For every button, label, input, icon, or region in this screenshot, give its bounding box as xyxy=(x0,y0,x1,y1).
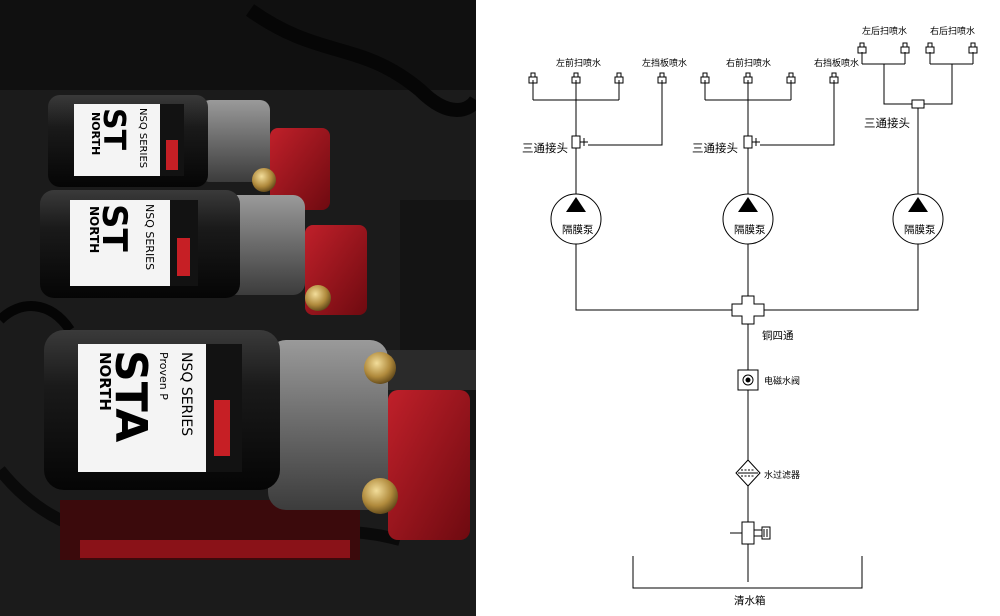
pump-3: NORTH STA Proven P NSQ SERIES xyxy=(44,330,470,540)
copper-cross-label: 铜四通 xyxy=(762,330,794,342)
pump-2-brand-big: ST xyxy=(94,204,134,252)
group-3-left-label: 左后扫喷水 xyxy=(862,25,907,37)
copper-four-way-cross xyxy=(731,295,765,325)
group-3-right-stems xyxy=(929,52,974,64)
group-3-right-drop xyxy=(924,64,953,105)
pump-1: NORTH ST NSQ SERIES xyxy=(48,95,330,210)
pump-1-label xyxy=(74,104,160,176)
group-1-left-label: 左前扫喷水 xyxy=(556,57,601,69)
group-3-left-drop xyxy=(883,64,912,105)
pump-1-red-cover xyxy=(270,128,330,210)
pump-3-series: NSQ SERIES xyxy=(178,352,194,436)
group-1-right-label: 左挡板喷水 xyxy=(642,57,687,69)
tee-fitting-3 xyxy=(911,99,925,114)
cable-top xyxy=(245,4,476,117)
pump-1-brass-fitting xyxy=(252,168,276,192)
pump-1-outlet-pipe xyxy=(575,244,732,311)
group-2-nozzle-stem-4 xyxy=(760,80,835,146)
pump-3-brand-top: NORTH xyxy=(96,352,114,411)
pump-1-brand-top: NORTH xyxy=(89,112,102,155)
cable-left xyxy=(0,301,75,333)
water-filter-label: 水过滤器 xyxy=(764,469,800,481)
pump-2-label: 隔膜泵 xyxy=(734,224,766,236)
group-1-nozzle-stem-4 xyxy=(588,80,663,146)
pump-3-red-cover xyxy=(388,390,470,540)
pump-3-brass-fitting-bottom xyxy=(362,478,398,514)
pump-2-series: NSQ SERIES xyxy=(143,204,156,270)
clean-water-tank xyxy=(632,556,863,589)
pump-3-tagline: Proven P xyxy=(157,352,170,400)
pump-1-brand-big: ST xyxy=(96,108,131,151)
tee-label-3: 三通接头 xyxy=(864,116,910,130)
group-1-nozzle-icons xyxy=(528,72,667,84)
inlet-valve xyxy=(730,521,771,545)
frame-right-highlight xyxy=(380,350,476,390)
pump-2-label-red xyxy=(177,238,190,276)
nozzle-group-2 xyxy=(700,72,839,194)
pump-2-label xyxy=(70,200,170,286)
group-2-left-label: 右前扫喷水 xyxy=(726,57,771,69)
pump-3-label xyxy=(78,344,206,472)
pump-photo: NORTH ST NSQ SERIES NORTH ST NSQ SERIES … xyxy=(0,0,476,616)
pump-1-head xyxy=(200,100,270,182)
bracket-bottom-red xyxy=(80,540,350,558)
pump-1-arrow xyxy=(566,197,586,212)
pump-3-brass-fitting-top xyxy=(364,352,396,384)
group-3-right-label: 右后扫喷水 xyxy=(930,25,975,37)
plumbing-diagram: 左前扫喷水 左挡板喷水 右前扫喷水 右挡板喷水 左后扫喷水 右后扫喷水 三通接头… xyxy=(522,25,978,607)
pump-3-label: 隔膜泵 xyxy=(904,224,936,236)
pump-2-head xyxy=(225,195,305,295)
pump-1-label: 隔膜泵 xyxy=(562,224,594,236)
pump-3-arrow xyxy=(908,197,928,212)
pump-2-arrow xyxy=(738,197,758,212)
pump-3-head xyxy=(268,340,388,510)
tee-fitting-1 xyxy=(571,135,588,149)
nozzle-group-1 xyxy=(528,72,667,194)
pump-1-series: NSQ SERIES xyxy=(137,108,148,168)
nozzle-group-3 xyxy=(857,42,978,194)
pump-2-brass-fitting xyxy=(305,285,331,311)
water-tank-label: 清水箱 xyxy=(734,594,766,607)
solenoid-valve-label: 电磁水阀 xyxy=(764,375,800,387)
pump-3-brand-big: STA xyxy=(105,350,156,442)
water-filter xyxy=(735,459,761,487)
group-3-left-stems xyxy=(861,52,906,64)
tee-label-2: 三通接头 xyxy=(692,141,738,155)
pump-1-label-red xyxy=(166,140,178,170)
tee-label-1: 三通接头 xyxy=(522,141,568,155)
pump-2: NORTH ST NSQ SERIES xyxy=(40,190,367,315)
pump-3-label-red xyxy=(214,400,230,456)
tee-fitting-2 xyxy=(743,135,760,149)
group-2-nozzle-icons xyxy=(700,72,839,84)
pump-2-brand-top: NORTH xyxy=(87,206,101,253)
solenoid-valve xyxy=(737,369,759,391)
group-2-right-label: 右挡板喷水 xyxy=(814,57,859,69)
pump-3-outlet-pipe xyxy=(764,244,919,311)
group-3-nozzle-icons xyxy=(857,42,978,54)
